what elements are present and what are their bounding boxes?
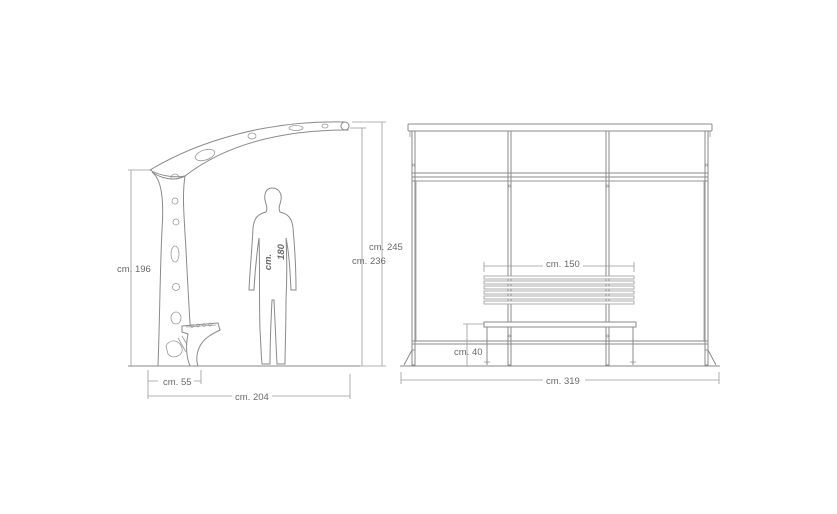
front-post-left bbox=[411, 130, 416, 366]
bench-slat bbox=[196, 323, 200, 328]
bolt bbox=[412, 163, 415, 167]
roof-hole bbox=[194, 148, 216, 162]
foot-right bbox=[704, 349, 717, 366]
dim-total-height: cm. 245 bbox=[352, 121, 403, 367]
dim-side-height: cm. 196 bbox=[117, 169, 152, 366]
side-view: cm. 180 cm. 196 cm. 245 cm. 236 cm. bbox=[117, 121, 403, 403]
person-height-label-2: 180 bbox=[276, 243, 287, 260]
side-depth-label: cm. 204 bbox=[235, 392, 269, 403]
column-hole bbox=[171, 197, 179, 205]
dim-side-base: cm. 55 bbox=[147, 370, 202, 388]
front-width-label: cm. 319 bbox=[546, 376, 580, 387]
roof-end-cap bbox=[340, 121, 350, 131]
front-view: cm. 150 cm. 40 cm. 319 bbox=[400, 123, 720, 387]
side-bench bbox=[181, 322, 221, 367]
bench-slat bbox=[190, 324, 194, 328]
person-height-label-1: cm. bbox=[263, 254, 274, 270]
bench-width-label: cm. 150 bbox=[546, 259, 580, 270]
roof-hole bbox=[288, 125, 304, 131]
inner-height-label: cm. 236 bbox=[352, 256, 386, 267]
roof-hole bbox=[321, 123, 329, 129]
bench-backrest bbox=[483, 275, 635, 305]
front-post-middle bbox=[507, 130, 512, 366]
column-hole bbox=[172, 218, 180, 226]
bolt bbox=[606, 184, 609, 188]
column-hole bbox=[172, 283, 180, 291]
side-height-label: cm. 196 bbox=[117, 264, 151, 275]
bench-slat bbox=[208, 322, 212, 327]
front-post-middle bbox=[605, 130, 610, 366]
bolt bbox=[606, 334, 609, 338]
side-column bbox=[151, 171, 194, 367]
front-roof bbox=[407, 123, 713, 132]
foot-left bbox=[403, 349, 416, 366]
dim-inner-height: cm. 236 bbox=[350, 127, 386, 366]
side-base-label: cm. 55 bbox=[163, 377, 192, 388]
seat-height-label: cm. 40 bbox=[454, 347, 483, 358]
column-hole bbox=[170, 311, 182, 325]
dim-bench-width: cm. 150 bbox=[483, 258, 635, 272]
dim-front-width: cm. 319 bbox=[400, 372, 720, 387]
dim-side-depth: cm. 204 bbox=[147, 374, 351, 403]
front-post-right bbox=[704, 130, 709, 366]
bolt bbox=[508, 334, 511, 338]
bench-seat bbox=[483, 321, 637, 328]
bolt bbox=[508, 184, 511, 188]
dim-seat-height: cm. 40 bbox=[454, 323, 484, 366]
column-hole bbox=[170, 245, 180, 263]
roof-hole bbox=[247, 132, 257, 140]
bolt bbox=[705, 163, 708, 167]
column-ornament bbox=[165, 340, 183, 358]
total-height-label: cm. 245 bbox=[369, 242, 403, 253]
side-roof bbox=[149, 121, 349, 178]
bench-slat bbox=[202, 323, 206, 327]
person-silhouette bbox=[248, 187, 297, 365]
